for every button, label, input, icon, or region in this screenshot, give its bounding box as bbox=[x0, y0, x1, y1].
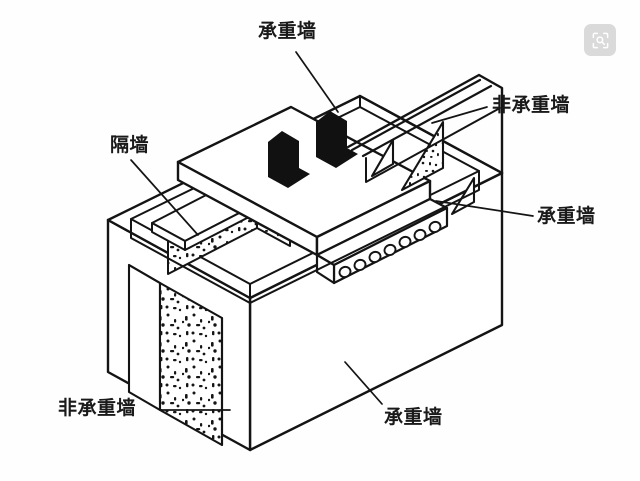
plank-voids bbox=[338, 220, 442, 279]
leader-bottom-bearing bbox=[344, 361, 383, 405]
label-right-non-bearing-wall: 非承重墙 bbox=[492, 94, 571, 116]
label-bottom-bearing-wall: 承重墙 bbox=[384, 406, 443, 428]
label-top-bearing-wall: 承重墙 bbox=[258, 20, 317, 42]
load-arrow-right bbox=[316, 111, 358, 168]
leader-top-bearing bbox=[295, 51, 339, 113]
leader-right-bearing bbox=[435, 200, 534, 217]
image-search-icon bbox=[592, 32, 608, 48]
hollow-core-plank bbox=[315, 197, 449, 285]
image-search-icon-button[interactable] bbox=[584, 24, 616, 56]
label-bottom-non-bearing-wall: 非承重墙 bbox=[58, 397, 137, 419]
back-wall-openings bbox=[346, 73, 504, 216]
load-arrow-left bbox=[268, 131, 310, 188]
leader-partition bbox=[130, 159, 199, 236]
leader-right-nonbearing bbox=[431, 106, 488, 124]
inner-wall-band-left bbox=[130, 170, 480, 304]
label-right-bearing-wall: 承重墙 bbox=[537, 205, 596, 227]
left-wall-face bbox=[106, 218, 252, 452]
leader-lines bbox=[130, 51, 534, 411]
label-partition-wall: 隔墙 bbox=[110, 134, 150, 156]
